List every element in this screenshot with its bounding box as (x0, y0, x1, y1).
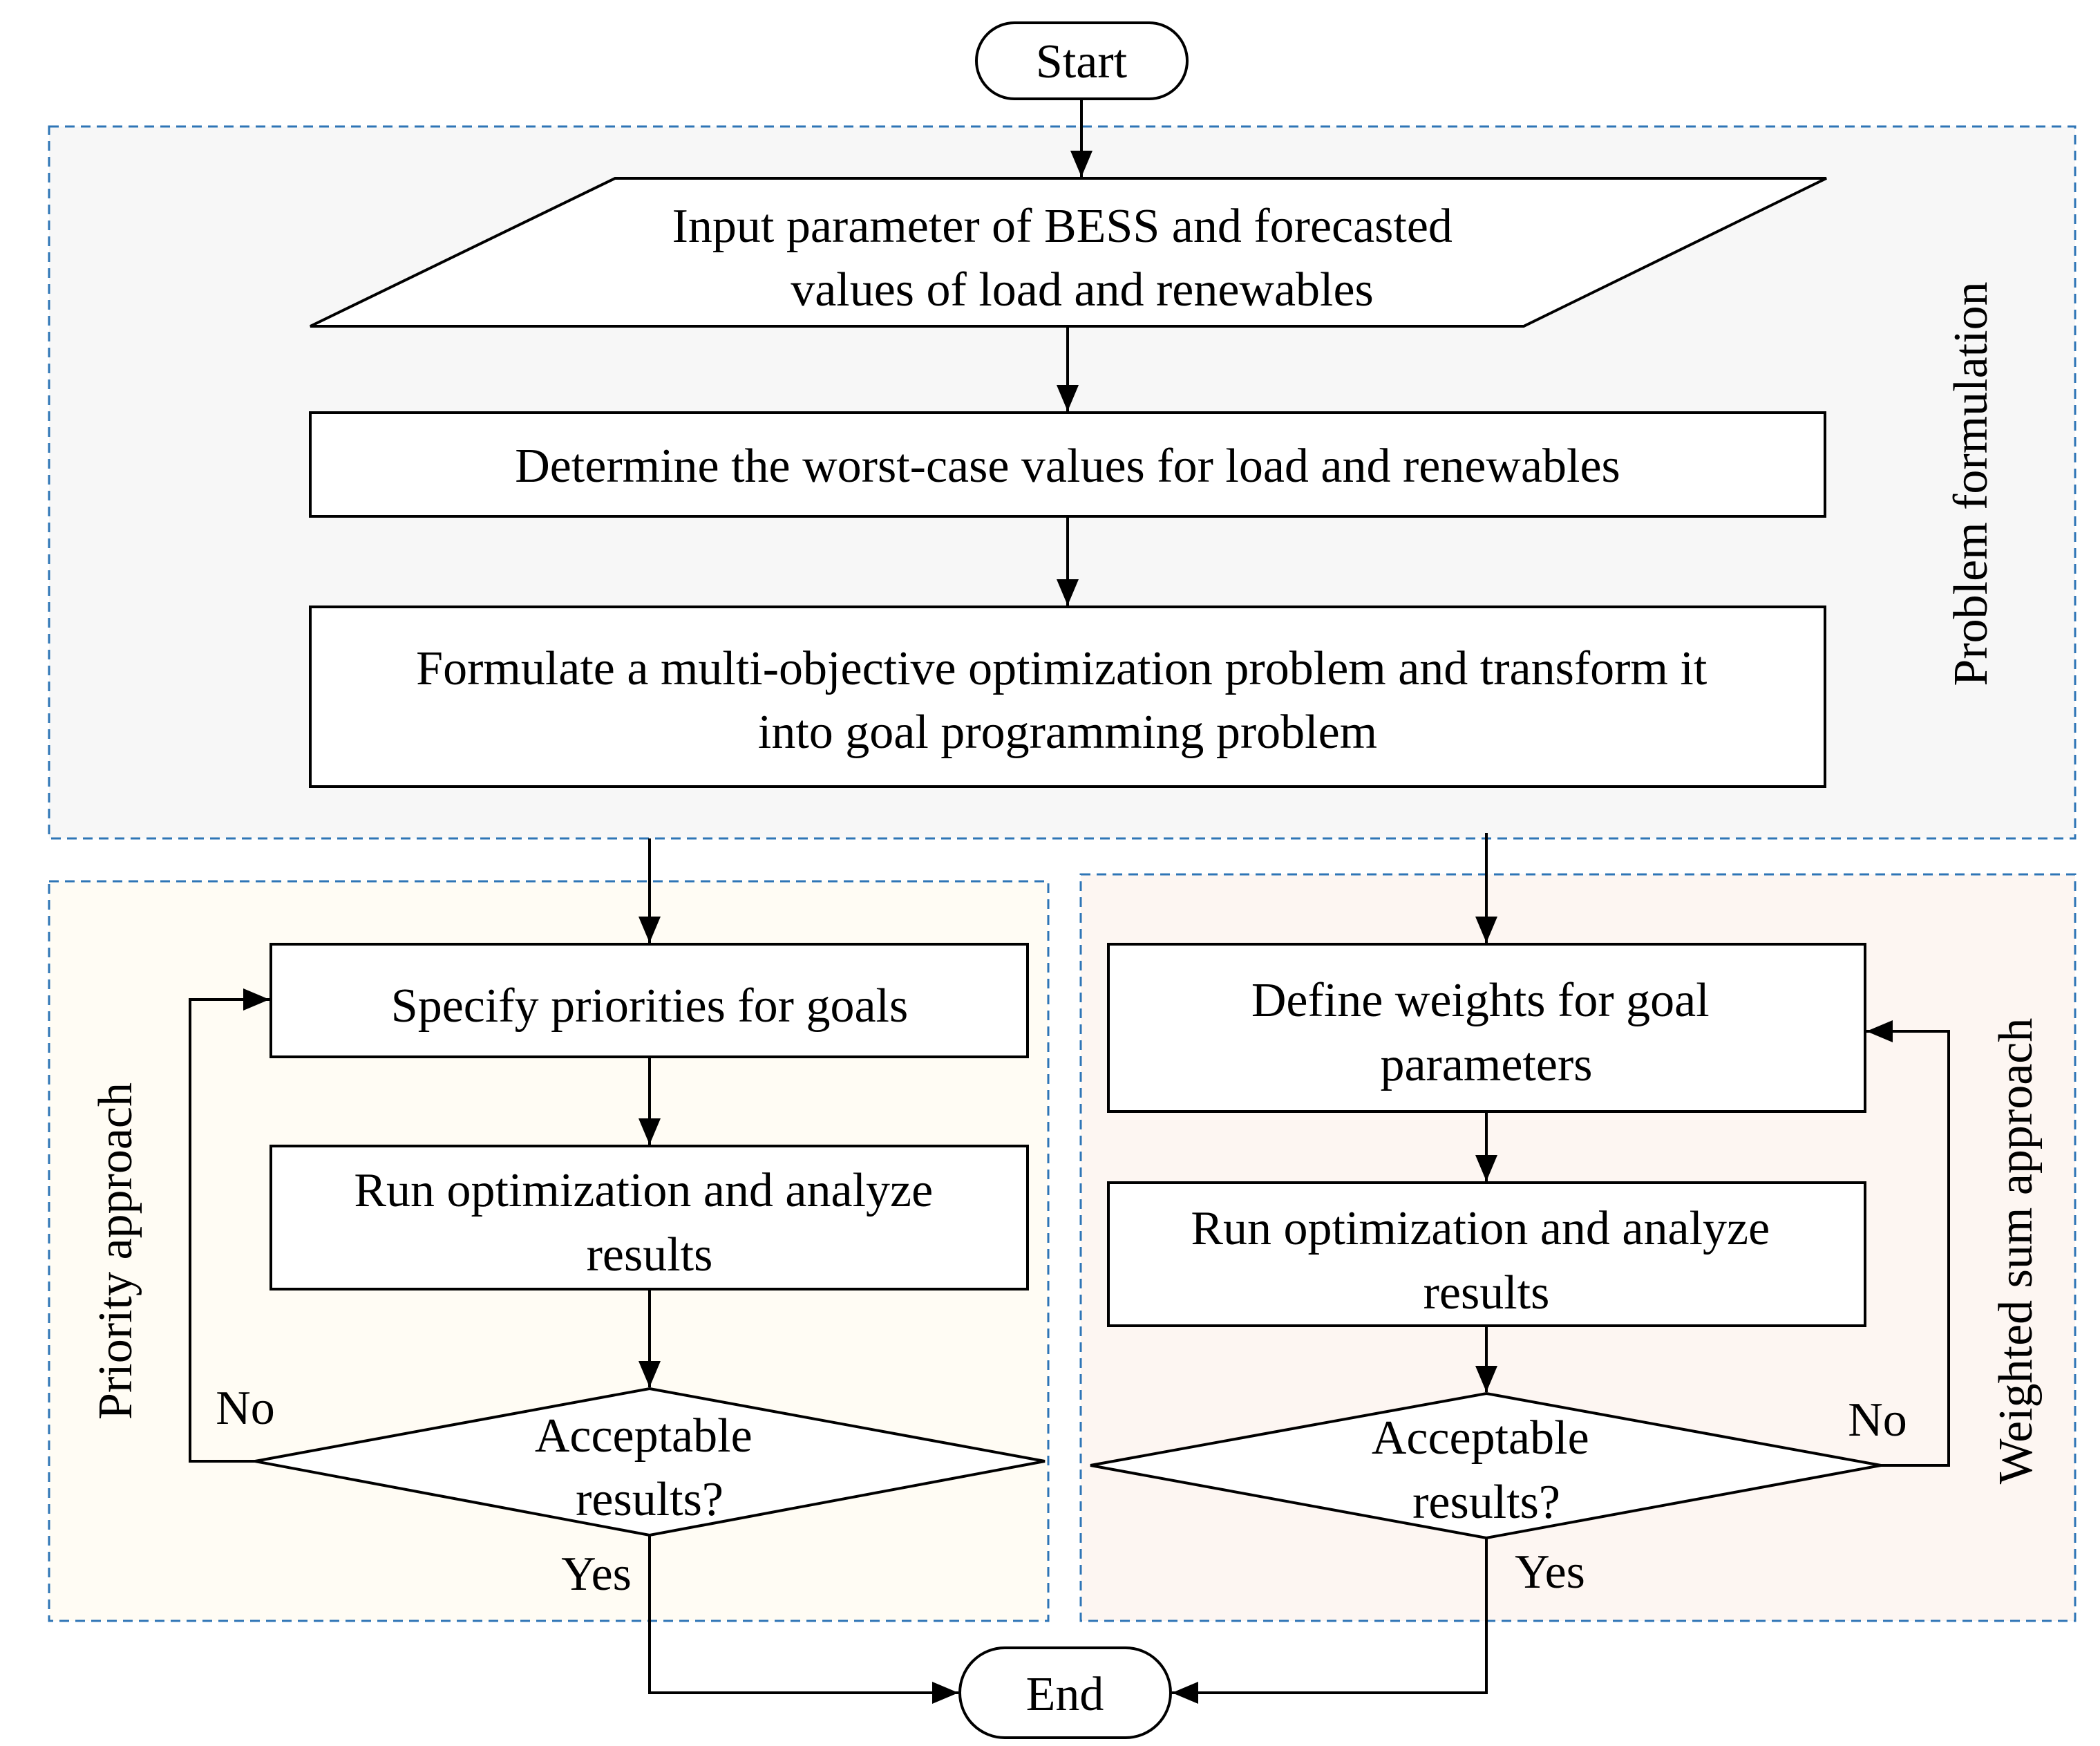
weighted-run-optimization-box (1107, 1181, 1866, 1327)
formulate-box (309, 606, 1826, 788)
arrow-priority-yes-to-end (648, 1535, 958, 1704)
priority-decision-line-1: Acceptable (535, 1409, 753, 1463)
end-terminal (958, 1646, 1172, 1739)
arrow-weighted-no-loop (1866, 1020, 1950, 1467)
weighted-yes-label: Yes (1515, 1546, 1585, 1599)
define-weights-line-2: parameters (1380, 1038, 1592, 1091)
problem-formulation-label: Problem formulation (1945, 281, 1998, 686)
worst-case-box (309, 411, 1826, 518)
priority-approach-label: Priority approach (89, 1082, 142, 1420)
start-label: Start (1036, 35, 1128, 88)
priority-run-optimization-box (269, 1145, 1029, 1290)
arrow-priority-no-loop (189, 988, 269, 1463)
priority-no-label: No (216, 1382, 275, 1435)
weighted-sum-approach-label: Weighted sum approach (1989, 1018, 2043, 1485)
formulate-line-1: Formulate a multi-objective optimization… (416, 642, 1708, 695)
weighted-decision-line-2: results? (1412, 1476, 1560, 1529)
priority-decision-line-2: results? (576, 1473, 723, 1526)
end-label: End (1026, 1668, 1104, 1721)
weighted-no-label: No (1848, 1393, 1907, 1447)
input-parameters-text: Input parameter of BESS and forecasted v… (672, 200, 1465, 317)
worst-case-text: Determine the worst-case values for load… (515, 440, 1620, 493)
priority-decision-text: Acceptable results? (535, 1409, 764, 1526)
specify-priorities-text: Specify priorities for goals (391, 979, 908, 1033)
define-weights-box (1107, 943, 1866, 1113)
define-weights-text: Define weights for goal parameters (1251, 974, 1721, 1091)
priority-run-text: Run optimization and analyze results (354, 1164, 945, 1282)
arrow-weighted-yes-to-end (1172, 1538, 1488, 1704)
define-weights-line-1: Define weights for goal (1251, 974, 1710, 1027)
weighted-decision-line-1: Acceptable (1372, 1411, 1589, 1465)
priority-run-line-1: Run optimization and analyze (354, 1164, 933, 1217)
priority-yes-label: Yes (561, 1548, 632, 1601)
weighted-run-line-2: results (1423, 1266, 1550, 1320)
weighted-run-text: Run optimization and analyze results (1191, 1202, 1781, 1320)
weighted-decision-text: Acceptable results? (1372, 1411, 1601, 1529)
input-parameters-parallelogram (310, 177, 1827, 328)
input-line-1: Input parameter of BESS and forecasted (672, 200, 1453, 253)
priority-run-line-2: results (587, 1228, 713, 1282)
formulate-line-2: into goal programming problem (758, 706, 1377, 759)
weighted-run-line-1: Run optimization and analyze (1191, 1202, 1770, 1255)
formulate-text: Formulate a multi-objective optimization… (416, 642, 1719, 759)
input-line-2: values of load and renewables (791, 263, 1374, 317)
